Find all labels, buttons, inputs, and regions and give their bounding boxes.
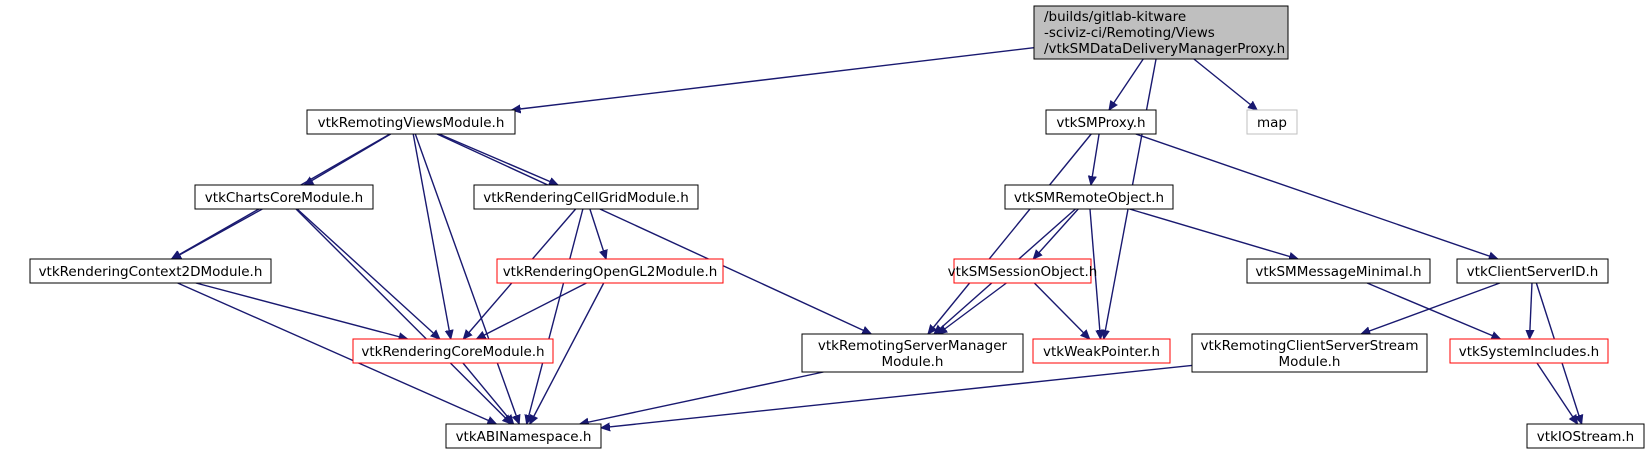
node-box: [306, 109, 516, 135]
node-box: [194, 184, 374, 210]
edge-rendering_context2d_module-to-abi_namespace: [177, 282, 497, 425]
edge-sm_message_minimal-to-system_includes: [1366, 282, 1500, 339]
node-client_server_id[interactable]: vtkClientServerID.h: [1456, 258, 1609, 284]
node-label-line: vtkABINamespace.h: [456, 429, 592, 445]
node-label-line: Module.h: [882, 354, 944, 370]
edge-remoting_views_module-to-abi_namespace: [414, 133, 519, 424]
node-abi_namespace[interactable]: vtkABINamespace.h: [445, 423, 602, 449]
node-box: [1032, 338, 1171, 364]
node-box: [1004, 184, 1174, 210]
node-label-line: vtkRenderingContext2DModule.h: [39, 264, 263, 280]
node-label-line: vtkRemotingClientServerStream: [1201, 338, 1419, 354]
node-label-line: vtkRemotingViewsModule.h: [318, 115, 505, 131]
node-label-line: vtkChartsCoreModule.h: [205, 190, 363, 206]
node-label-line: vtkRenderingCoreModule.h: [361, 344, 544, 360]
node-rendering_cellgrid_module[interactable]: vtkRenderingCellGridModule.h: [473, 184, 699, 210]
edge-sm_session_object-to-remoting_server_manager_module: [938, 282, 1007, 334]
node-label-line: vtkRenderingCellGridModule.h: [483, 190, 689, 206]
node-box: [953, 258, 1092, 284]
node-box: [1191, 333, 1428, 373]
node-box: [1246, 258, 1431, 284]
node-weak_pointer[interactable]: vtkWeakPointer.h: [1032, 338, 1171, 364]
edge-remoting_client_server_stream_module-to-abi_namespace: [601, 364, 1193, 427]
node-label-line: vtkSystemIncludes.h: [1459, 344, 1599, 360]
edge-client_server_id-to-system_includes: [1530, 282, 1532, 339]
node-box: [1449, 338, 1609, 364]
node-rendering_opengl2_module[interactable]: vtkRenderingOpenGL2Module.h: [496, 258, 724, 284]
node-sm_message_minimal[interactable]: vtkSMMessageMinimal.h: [1246, 258, 1431, 284]
node-label-line: vtkRemotingServerManager: [818, 338, 1008, 354]
node-remoting_views_module[interactable]: vtkRemotingViewsModule.h: [306, 109, 516, 135]
edge-system_includes-to-iostream: [1536, 362, 1578, 424]
node-label-line: vtkClientServerID.h: [1467, 264, 1599, 280]
edge-sm_remote_object-to-sm_message_minimal: [1129, 208, 1298, 259]
edge-rendering_opengl2_module-to-rendering_core_module: [477, 282, 587, 340]
node-label-line: -sciviz-ci/Remoting/Views: [1044, 25, 1215, 41]
edge-root-to-remoting_views_module: [512, 46, 1035, 110]
node-label-line: vtkSMRemoteObject.h: [1014, 190, 1164, 206]
node-box: [1033, 5, 1289, 60]
node-map[interactable]: map: [1246, 109, 1298, 135]
node-rendering_context2d_module[interactable]: vtkRenderingContext2DModule.h: [29, 258, 272, 284]
node-label-line: vtkIOStream.h: [1537, 429, 1634, 445]
node-sm_session_object[interactable]: vtkSMSessionObject.h: [948, 258, 1098, 284]
edge-rendering_opengl2_module-to-abi_namespace: [529, 282, 605, 424]
node-label-line: vtkSMSessionObject.h: [948, 264, 1098, 280]
node-label-line: /builds/gitlab-kitware: [1044, 9, 1186, 25]
node-box: [473, 184, 699, 210]
node-root[interactable]: /builds/gitlab-kitware-sciviz-ci/Remotin…: [1033, 5, 1289, 60]
node-label-line: vtkSMProxy.h: [1056, 115, 1145, 131]
edge-charts_core_module-to-abi_namespace: [295, 208, 511, 424]
node-system_includes[interactable]: vtkSystemIncludes.h: [1449, 338, 1609, 364]
node-box: [445, 423, 602, 449]
node-iostream[interactable]: vtkIOStream.h: [1526, 423, 1645, 449]
node-sm_remote_object[interactable]: vtkSMRemoteObject.h: [1004, 184, 1174, 210]
node-box: [29, 258, 272, 284]
node-box: [1456, 258, 1609, 284]
node-rendering_core_module[interactable]: vtkRenderingCoreModule.h: [352, 338, 554, 364]
node-sm_proxy[interactable]: vtkSMProxy.h: [1045, 109, 1157, 135]
node-box: [801, 333, 1024, 373]
node-box: [1246, 109, 1298, 135]
edge-sm_remote_object-to-sm_session_object: [1033, 208, 1079, 259]
edge-remoting_views_module-to-remoting_server_manager_module: [436, 133, 871, 335]
edge-remoting_views_module-to-rendering_cellgrid_module: [438, 133, 558, 186]
edge-client_server_id-to-remoting_client_server_stream_module: [1361, 282, 1501, 334]
edge-root-to-map: [1193, 58, 1257, 110]
node-label-line: vtkWeakPointer.h: [1043, 344, 1160, 360]
node-box: [1045, 109, 1157, 135]
edge-rendering_core_module-to-abi_namespace: [462, 362, 514, 424]
node-box: [496, 258, 724, 284]
node-box: [1526, 423, 1645, 449]
edge-charts_core_module-to-rendering_core_module: [296, 208, 440, 339]
edge-sm_proxy-to-client_server_id: [1135, 133, 1498, 259]
edge-sm_proxy-to-remoting_server_manager_module: [928, 133, 1092, 334]
node-label-line: vtkSMMessageMinimal.h: [1255, 264, 1421, 280]
edge-sm_session_object-to-weak_pointer: [1033, 282, 1089, 339]
edge-rendering_cellgrid_module-to-abi_namespace: [527, 208, 584, 424]
edge-rendering_context2d_module-to-rendering_core_module: [195, 282, 408, 339]
edge-sm_proxy-to-sm_remote_object: [1091, 133, 1100, 185]
edge-rendering_cellgrid_module-to-rendering_opengl2_module: [589, 208, 606, 259]
edge-remoting_views_module-to-rendering_core_module: [412, 133, 451, 339]
edge-remoting_server_manager_module-to-abi_namespace: [580, 371, 824, 424]
edge-sm_remote_object-to-weak_pointer: [1089, 208, 1101, 339]
node-label-line: map: [1257, 115, 1287, 131]
edge-charts_core_module-to-rendering_context2d_module: [172, 208, 263, 260]
node-box: [352, 338, 554, 364]
edge-root-to-sm_proxy: [1109, 58, 1144, 110]
node-label-line: vtkRenderingOpenGL2Module.h: [503, 264, 718, 280]
node-label-line: /vtkSMDataDeliveryManagerProxy.h: [1044, 41, 1285, 57]
node-charts_core_module[interactable]: vtkChartsCoreModule.h: [194, 184, 374, 210]
node-label-line: Module.h: [1279, 354, 1341, 370]
